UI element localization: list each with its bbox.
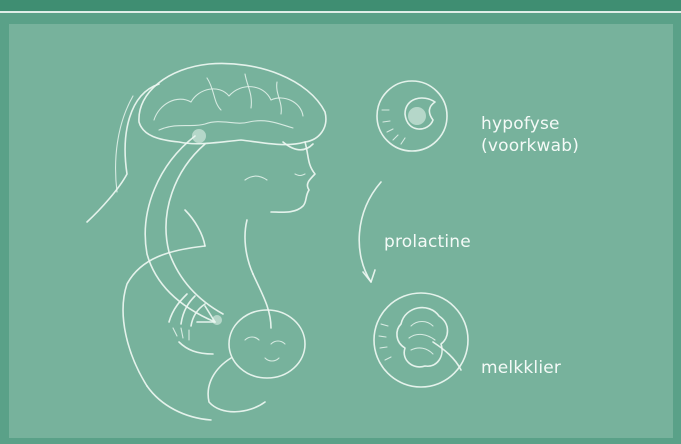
- label-pituitary-line1: hypofyse: [481, 113, 579, 135]
- label-prolactin: prolactine: [384, 231, 471, 253]
- label-pituitary-line2: (voorkwab): [481, 135, 579, 157]
- label-mammary-gland: melkklier: [481, 357, 561, 379]
- illustration-panel: hypofyse (voorkwab) prolactine melkklier: [9, 24, 673, 438]
- baby-illustration: [173, 310, 305, 412]
- mother-illustration: [87, 63, 326, 420]
- pituitary-circle: [377, 81, 447, 151]
- chalk-illustration: [9, 24, 673, 438]
- mammary-gland-circle: [374, 293, 468, 387]
- prolactine-arrow: [359, 182, 381, 282]
- brain-illustration: [139, 63, 326, 149]
- label-pituitary: hypofyse (voorkwab): [481, 113, 579, 157]
- header-divider: [0, 11, 681, 13]
